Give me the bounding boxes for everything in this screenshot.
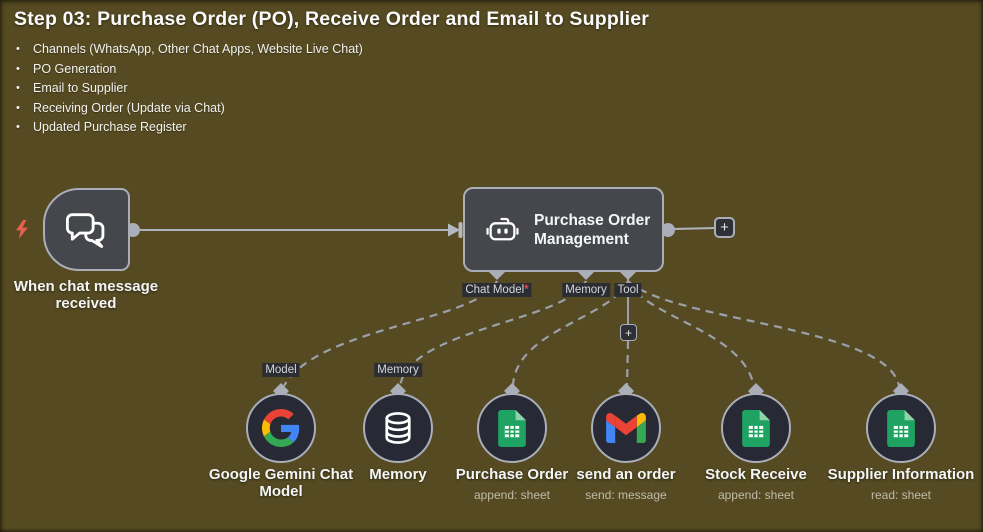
memory-port-text: Memory bbox=[565, 284, 607, 296]
sub-node-purchase-order[interactable] bbox=[477, 393, 547, 463]
tool-port-label: Tool bbox=[614, 283, 642, 297]
add-node-button[interactable]: + bbox=[714, 217, 735, 238]
header: Step 03: Purchase Order (PO), Receive Or… bbox=[14, 8, 964, 138]
page-title: Step 03: Purchase Order (PO), Receive Or… bbox=[14, 8, 650, 30]
agent-output-port[interactable] bbox=[661, 223, 675, 237]
sub-node-label: Supplier Information bbox=[827, 466, 975, 483]
sub-node-ports bbox=[273, 383, 909, 399]
trigger-node-when-chat-message-received[interactable] bbox=[43, 188, 130, 271]
sub-node-subtitle: send: message bbox=[585, 488, 667, 502]
agent-node-title: Purchase Order Management bbox=[534, 211, 651, 248]
memory-sub-port-label: Memory bbox=[374, 363, 422, 377]
chat-bubbles-icon bbox=[65, 212, 104, 248]
sub-node-label: Purchase Order bbox=[455, 466, 569, 483]
add-tool-button[interactable]: + bbox=[620, 324, 637, 341]
gmail-icon bbox=[606, 413, 646, 443]
sub-node-label: send an order bbox=[576, 466, 676, 483]
tool-port-text: Tool bbox=[617, 284, 639, 296]
bullet-item: Updated Purchase Register bbox=[14, 118, 964, 138]
required-marker: * bbox=[524, 284, 529, 296]
bullet-list: Channels (WhatsApp, Other Chat Apps, Web… bbox=[14, 40, 964, 138]
agent-input-port[interactable] bbox=[458, 222, 463, 238]
bullet-item: Channels (WhatsApp, Other Chat Apps, Web… bbox=[14, 40, 964, 60]
model-port-label: Model bbox=[262, 363, 300, 377]
sub-node-label: Stock Receive bbox=[705, 466, 807, 483]
wire-agent-to-plus bbox=[672, 227, 717, 230]
robot-icon bbox=[486, 217, 519, 241]
google-sheets-icon bbox=[887, 409, 915, 447]
bullet-item: Email to Supplier bbox=[14, 79, 964, 99]
sub-node-stock-receive[interactable] bbox=[721, 393, 791, 463]
sub-node-subtitle: read: sheet bbox=[870, 488, 932, 502]
sub-node-label: Google Gemini Chat Model bbox=[208, 466, 354, 500]
sub-node-supplier-information[interactable] bbox=[866, 393, 936, 463]
trigger-node-label: When chat message received bbox=[13, 278, 159, 312]
wire-tool-to-supplier-info bbox=[627, 280, 901, 387]
google-sheets-icon bbox=[742, 409, 770, 447]
bullet-item: Receiving Order (Update via Chat) bbox=[14, 99, 964, 119]
sub-node-subtitle: append: sheet bbox=[717, 488, 795, 502]
database-icon bbox=[385, 412, 411, 444]
wire-tool-to-stock-receive bbox=[627, 280, 756, 387]
google-sheets-icon bbox=[498, 409, 526, 447]
sub-node-subtitle: append: sheet bbox=[473, 488, 551, 502]
sub-node-send-an-order[interactable] bbox=[591, 393, 661, 463]
sub-node-memory[interactable] bbox=[363, 393, 433, 463]
google-g-icon bbox=[262, 409, 300, 447]
sub-node-label: Memory bbox=[369, 466, 427, 483]
lightning-bolt-icon bbox=[16, 220, 28, 239]
agent-node-purchase-order-management[interactable]: Purchase Order Management bbox=[463, 187, 664, 272]
chat-model-port-label: Chat Model* bbox=[462, 283, 532, 297]
chat-model-port-text: Chat Model bbox=[465, 284, 525, 296]
memory-port-label: Memory bbox=[562, 283, 610, 297]
sub-node-google-gemini-chat-model[interactable] bbox=[246, 393, 316, 463]
bullet-item: PO Generation bbox=[14, 60, 964, 80]
wire-arrowhead-icon bbox=[448, 223, 460, 237]
wire-tool-to-gmail bbox=[625, 340, 630, 387]
